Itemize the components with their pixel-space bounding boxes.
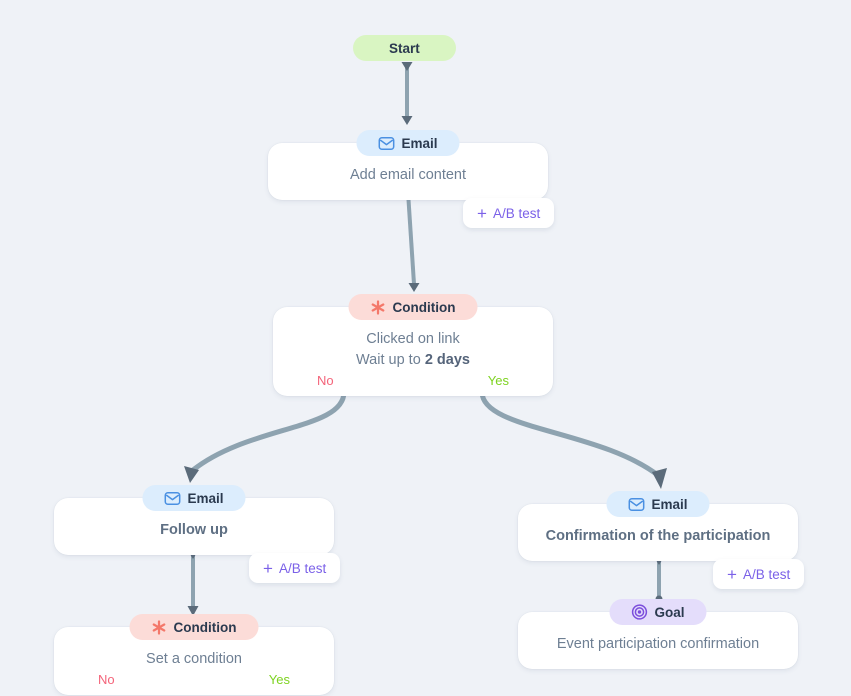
goal-badge: Goal [609, 599, 707, 625]
node-condition-left[interactable]: Condition Set a condition No Yes [54, 614, 334, 695]
node-text: Set a condition [146, 651, 242, 667]
email-badge-label: Email [187, 490, 224, 506]
asterisk-icon [152, 619, 167, 635]
node-text: Add email content [349, 167, 467, 183]
email-badge: Email [606, 491, 710, 517]
edge-confirmation-to-goal [653, 556, 665, 603]
branch-label-no: No [98, 672, 115, 687]
edge-email-to-condition [402, 190, 420, 292]
email-badge: Email [356, 130, 460, 156]
envelope-icon [628, 497, 645, 511]
node-text: Event participation confirmation [556, 636, 760, 652]
goal-badge-label: Goal [654, 604, 685, 620]
asterisk-icon [371, 299, 386, 315]
node-condition-root[interactable]: Condition Clicked on link Wait up to 2 d… [273, 294, 553, 396]
node-wait-text: Wait up to 2 days [289, 350, 537, 371]
branch-labels: No Yes [289, 373, 537, 388]
start-badge: Start [353, 35, 456, 61]
edge-condition-no-to-followup [184, 385, 350, 483]
edge-start-to-email [401, 62, 413, 125]
plus-icon: + [263, 558, 273, 578]
ab-test-button-confirmation[interactable]: + A/B test [713, 559, 805, 589]
branch-label-no: No [317, 373, 334, 388]
start-badge-label: Start [389, 40, 420, 56]
condition-badge: Condition [348, 294, 478, 320]
node-body: Set a condition No Yes [54, 627, 334, 695]
branch-labels: No Yes [70, 672, 318, 687]
envelope-icon [378, 136, 395, 150]
ab-test-label: A/B test [742, 566, 791, 582]
ab-test-button-email-root[interactable]: + A/B test [463, 198, 555, 228]
email-badge-label: Email [651, 496, 688, 512]
envelope-icon [164, 491, 181, 505]
email-badge: Email [142, 485, 246, 511]
edge-followup-to-condition-left [187, 550, 199, 616]
wait-prefix: Wait up to [356, 352, 425, 368]
plus-icon: + [727, 564, 737, 584]
node-text: Confirmation of the participation [545, 528, 771, 544]
node-body: Confirmation of the participation [518, 504, 798, 561]
email-badge-label: Email [401, 135, 438, 151]
plus-icon: + [477, 203, 487, 223]
wait-value: 2 days [424, 352, 470, 368]
condition-badge-label: Condition [173, 619, 237, 635]
node-body: Follow up [54, 498, 334, 555]
node-body: Clicked on link Wait up to 2 days No Yes [273, 307, 553, 396]
target-icon [631, 604, 648, 620]
condition-badge: Condition [129, 614, 259, 640]
node-body: Event participation confirmation [518, 612, 798, 669]
edge-condition-yes-to-confirmation [476, 385, 667, 489]
ab-test-label: A/B test [278, 560, 327, 576]
node-goal[interactable]: Goal Event participation confirmation [518, 599, 798, 669]
ab-test-label: A/B test [492, 205, 541, 221]
ab-test-button-followup[interactable]: + A/B test [249, 553, 341, 583]
node-email-root[interactable]: Email Add email content [268, 130, 548, 200]
node-email-followup[interactable]: Email Follow up [54, 485, 334, 555]
node-body: Add email content [268, 143, 548, 200]
condition-badge-label: Condition [392, 299, 456, 315]
branch-label-yes: Yes [487, 373, 509, 388]
node-text: Clicked on link [366, 331, 460, 347]
branch-label-yes: Yes [268, 672, 290, 687]
node-text: Follow up [160, 522, 228, 538]
node-email-confirmation[interactable]: Email Confirmation of the participation [518, 491, 798, 561]
